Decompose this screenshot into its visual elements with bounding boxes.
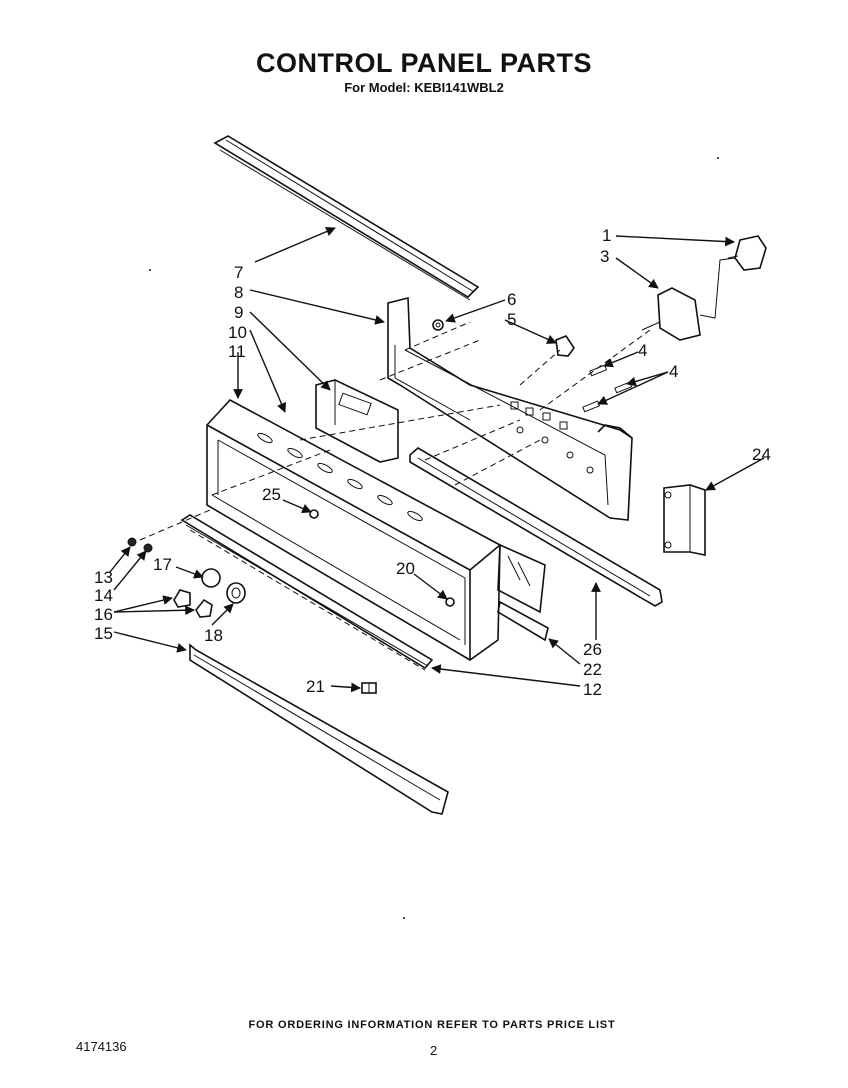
callout-1: 1 <box>602 226 611 245</box>
part-16-17-18-knobs <box>173 568 246 618</box>
part-22-strip <box>497 600 549 642</box>
leader-lines <box>109 226 765 693</box>
glass-panel <box>497 543 546 614</box>
callout-3: 3 <box>600 247 609 266</box>
part-26-bracket-plate <box>409 447 663 607</box>
part-6-nut <box>432 319 444 331</box>
part-20-screw <box>445 597 455 607</box>
callout-18: 18 <box>204 626 223 645</box>
page-number: 2 <box>430 1043 438 1058</box>
page-title: CONTROL PANEL PARTS <box>255 48 593 78</box>
callout-12: 12 <box>583 680 602 699</box>
part-12-vent-grille <box>180 514 434 671</box>
part-9-control-module <box>315 379 399 463</box>
callout-4b: 4 <box>669 362 678 381</box>
callout-7: 7 <box>234 263 243 282</box>
callout-numbers: 7 8 9 10 11 6 5 1 3 4 4 24 25 20 17 13 1… <box>94 226 771 699</box>
part-13-14-fasteners <box>127 537 153 553</box>
callout-26: 26 <box>583 640 602 659</box>
part-7-top-trim <box>213 135 480 301</box>
part-25-screw <box>309 509 319 519</box>
callout-24: 24 <box>752 445 771 464</box>
model-subtitle: For Model: KEBI141WBL2 <box>344 80 504 95</box>
part-11-control-panel <box>206 399 501 661</box>
callout-9: 9 <box>234 303 243 322</box>
callout-20: 20 <box>396 559 415 578</box>
assembly-guidelines <box>139 321 651 541</box>
callout-14: 14 <box>94 586 113 605</box>
callout-16: 16 <box>94 605 113 624</box>
part-15-lower-trim <box>189 643 449 815</box>
callout-21: 21 <box>306 677 325 696</box>
part-21-fastener <box>361 682 377 694</box>
callout-25: 25 <box>262 485 281 504</box>
part-24-side-bracket <box>663 484 706 556</box>
part-5-clip <box>555 335 575 357</box>
part-4-spacers <box>582 364 633 413</box>
ordering-note: FOR ORDERING INFORMATION REFER TO PARTS … <box>248 1019 616 1031</box>
document-number: 4174136 <box>76 1039 127 1054</box>
callout-17: 17 <box>153 555 172 574</box>
callout-6: 6 <box>507 290 516 309</box>
callout-11: 11 <box>228 342 246 361</box>
callout-22: 22 <box>583 660 602 679</box>
part-3-control <box>641 257 736 341</box>
callout-8: 8 <box>234 283 243 302</box>
callout-4a: 4 <box>638 341 647 360</box>
callout-13: 13 <box>94 568 113 587</box>
callout-10: 10 <box>228 323 247 342</box>
part-1-switch <box>727 235 767 271</box>
callout-5: 5 <box>507 310 516 329</box>
callout-15: 15 <box>94 624 113 643</box>
control-bracket <box>387 296 633 521</box>
